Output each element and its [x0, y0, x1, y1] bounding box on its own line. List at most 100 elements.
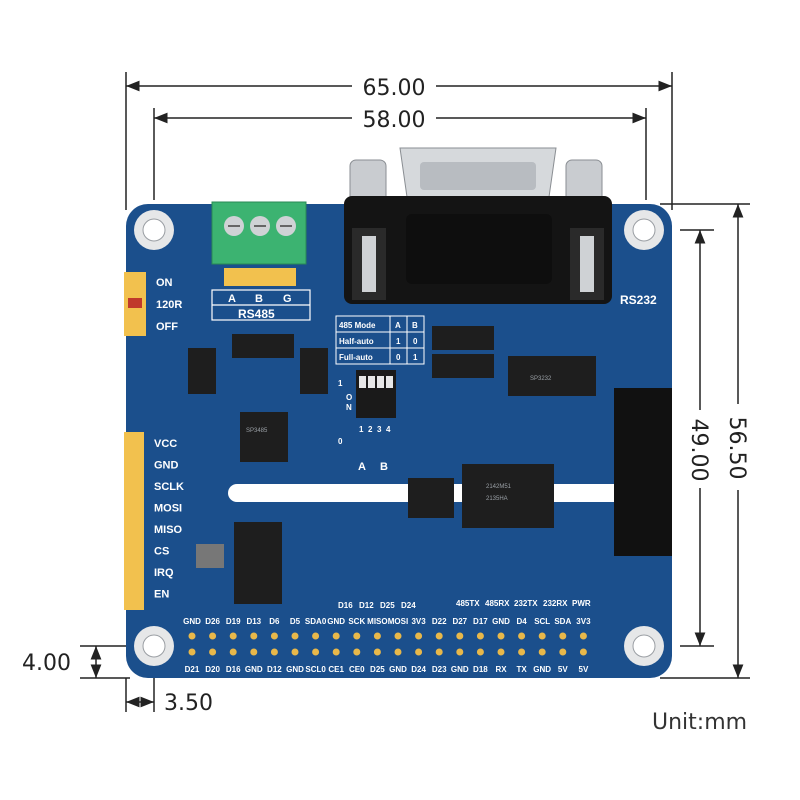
led-label: 485RX: [485, 599, 510, 608]
gpio-pin: [270, 648, 278, 656]
unit-label: Unit:mm: [652, 710, 748, 735]
dip-b: B: [380, 461, 388, 473]
gpio-bottom-label: TX: [516, 665, 527, 674]
gpio-pin: [353, 648, 361, 656]
spi-pin-label: EN: [154, 589, 169, 601]
gpio-pin: [456, 648, 464, 656]
gpio-pin: [312, 632, 320, 640]
gpio-pin: [209, 648, 217, 656]
dim-overall-height: 56.50: [724, 417, 749, 480]
gpio-top-label: 3V3: [576, 617, 591, 626]
mode-row-full: Full-auto: [339, 353, 373, 362]
gpio-top-label: D26: [205, 617, 220, 626]
jumper-label-on: ON: [156, 277, 173, 289]
gpio-top-label: D19: [226, 617, 241, 626]
mode-header-a: A: [395, 321, 401, 330]
gpio-pin: [229, 648, 237, 656]
gpio-pin: [209, 632, 217, 640]
gpio-top-label: 3V3: [411, 617, 426, 626]
gpio-pin: [579, 648, 587, 656]
gpio-pin: [476, 632, 484, 640]
led-label: 485TX: [456, 599, 480, 608]
rs485-label: RS485: [238, 307, 275, 321]
gpio-pin: [332, 648, 340, 656]
gpio-top-label: D27: [452, 617, 467, 626]
gpio-bottom-label: D20: [205, 665, 220, 674]
gpio-bottom-label: SCL0: [305, 665, 326, 674]
gpio-bottom-label: D23: [432, 665, 447, 674]
jumper-label-off: OFF: [156, 321, 178, 333]
gpio-bottom-label: GND: [286, 665, 304, 674]
dip-a: A: [358, 461, 366, 473]
gpio-pin: [538, 648, 546, 656]
gpio-pin: [579, 632, 587, 640]
gpio-bottom-label: CE0: [349, 665, 365, 674]
dip-switch: [356, 370, 396, 418]
spi-pin-label: VCC: [154, 438, 177, 450]
gpio-pin: [538, 632, 546, 640]
dim-hole-offset-x: 3.50: [164, 691, 213, 716]
dim-overall-width: 65.00: [363, 76, 426, 101]
jumper-label-120r: 120R: [156, 299, 182, 311]
gpio-top-label: GND: [183, 617, 201, 626]
gpio-pin: [188, 632, 196, 640]
gpio-bottom-label: GND: [533, 665, 551, 674]
spi-pin-label: GND: [154, 460, 179, 472]
spi-pin-label: IRQ: [154, 567, 174, 579]
gpio-pin: [559, 648, 567, 656]
gpio-top-label: SDA: [554, 617, 571, 626]
gpio-top-label: D17: [473, 617, 488, 626]
mode-row-half-a: 1: [396, 337, 401, 346]
jumper-select-label: D16: [338, 601, 353, 610]
dip-o: O: [346, 393, 352, 402]
mode-table: [335, 315, 425, 365]
spi-header: [124, 432, 144, 610]
gpio-top-label: D13: [246, 617, 261, 626]
led-label: 232TX: [514, 599, 538, 608]
gpio-top-label: D22: [432, 617, 447, 626]
gpio-pin: [250, 632, 258, 640]
dim-hole-spacing-x: 58.00: [363, 108, 426, 133]
gpio-bottom-label: CE1: [328, 665, 344, 674]
gpio-pin: [518, 648, 526, 656]
gpio-pin: [559, 632, 567, 640]
gpio-pin: [332, 632, 340, 640]
gpio-top-label: SCK: [348, 617, 365, 626]
rs485-pin-b: B: [255, 293, 263, 305]
gpio-top-label: D6: [269, 617, 280, 626]
mode-row-full-b: 1: [413, 353, 418, 362]
dip-n: N: [346, 403, 352, 412]
db9-connector: [349, 147, 603, 207]
mode-header-b: B: [412, 321, 418, 330]
gpio-top-label: D4: [516, 617, 527, 626]
gpio-pin: [291, 648, 299, 656]
gpio-top-label: D5: [290, 617, 301, 626]
gpio-pin: [373, 632, 381, 640]
led-label: PWR: [572, 599, 591, 608]
chip-mark-sp3485: SP3485: [246, 428, 268, 434]
gpio-bottom-label: 5V: [579, 665, 589, 674]
dip-3: 3: [377, 425, 382, 434]
gpio-pin: [353, 632, 361, 640]
gpio-pin: [229, 632, 237, 640]
spi-pin-label: MISO: [154, 524, 183, 536]
gpio-pin: [312, 648, 320, 656]
gpio-pin: [435, 632, 443, 640]
gpio-pin: [394, 632, 402, 640]
gpio-pin: [497, 648, 505, 656]
gpio-pin: [394, 648, 402, 656]
dip-2: 2: [368, 425, 373, 434]
gpio-bottom-label: D25: [370, 665, 385, 674]
gpio-pin: [518, 632, 526, 640]
gpio-pin: [415, 648, 423, 656]
gpio-pin: [270, 632, 278, 640]
gpio-pin: [415, 632, 423, 640]
gpio-bottom-label: RX: [495, 665, 507, 674]
gpio-bottom-label: 5V: [558, 665, 568, 674]
gpio-pin: [476, 648, 484, 656]
db9-shell: [344, 196, 612, 304]
dim-hole-spacing-y: 49.00: [686, 419, 711, 482]
gpio-pin: [497, 632, 505, 640]
rs232-label: RS232: [620, 293, 657, 307]
chip-mark-2142: 2142M51: [486, 484, 512, 490]
